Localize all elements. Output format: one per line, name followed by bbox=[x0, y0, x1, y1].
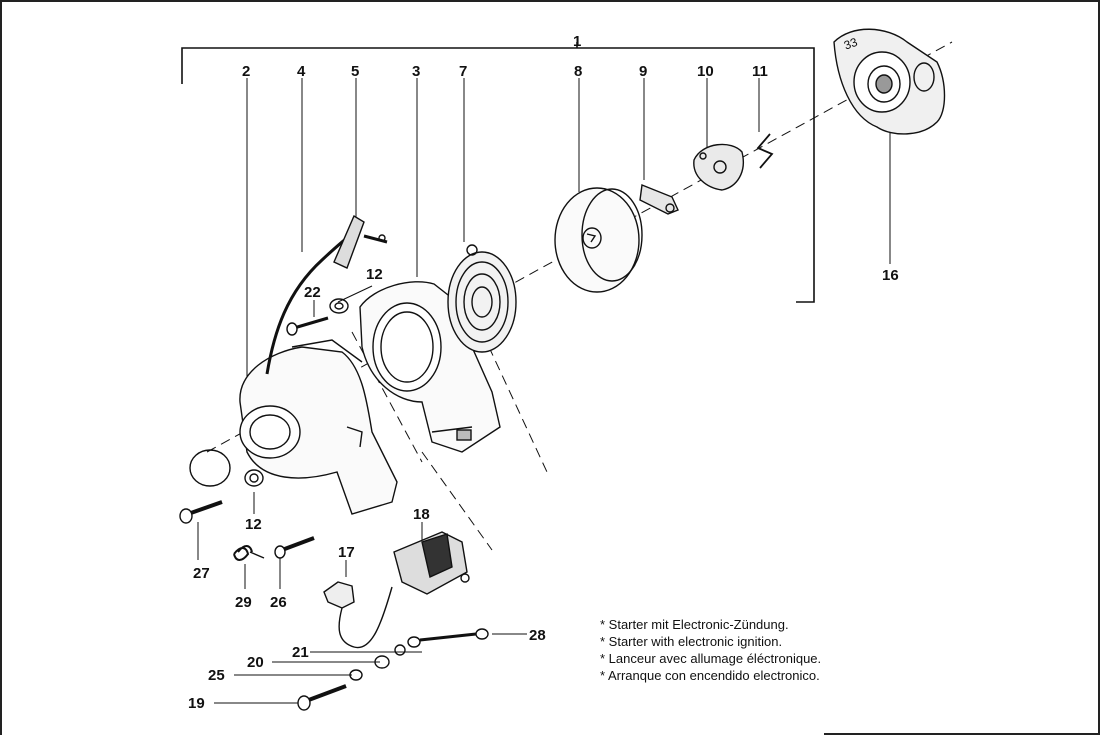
cover-disc-part bbox=[189, 449, 231, 487]
callout-17: 17 bbox=[338, 544, 355, 561]
footnote-german: Starter mit Electronic-Zündung. bbox=[600, 616, 821, 633]
callout-19: 19 bbox=[188, 695, 205, 712]
callout-2: 2 bbox=[242, 63, 250, 80]
callout-12-upper: 12 bbox=[366, 266, 383, 283]
washer-part-21 bbox=[394, 644, 406, 656]
screw-part-26 bbox=[274, 536, 315, 559]
callout-7: 7 bbox=[459, 63, 467, 80]
washer-part-25 bbox=[349, 669, 363, 681]
footnote-spanish: Arranque con encendido electronico. bbox=[600, 667, 821, 684]
callout-22: 22 bbox=[304, 284, 321, 301]
callout-3: 3 bbox=[412, 63, 420, 80]
cover-mark: 33 bbox=[842, 35, 860, 53]
callout-10: 10 bbox=[697, 63, 714, 80]
callout-5: 5 bbox=[351, 63, 359, 80]
callout-20: 20 bbox=[247, 654, 264, 671]
ignition-module-part bbox=[393, 531, 470, 595]
friction-plate-part bbox=[693, 143, 744, 191]
callout-25: 25 bbox=[208, 667, 225, 684]
screw-part-22 bbox=[286, 316, 329, 336]
multilingual-footnote: Starter mit Electronic-Zündung. Starter … bbox=[600, 616, 821, 684]
rope-pulley-part bbox=[554, 187, 643, 293]
washer-part-20 bbox=[374, 655, 390, 669]
leader-lines bbox=[197, 78, 891, 704]
assembly-bracket bbox=[181, 42, 815, 303]
callout-27: 27 bbox=[193, 565, 210, 582]
pawl-part bbox=[639, 184, 679, 215]
footnote-french: Lanceur avec allumage éléctronique. bbox=[600, 650, 821, 667]
callout-9: 9 bbox=[639, 63, 647, 80]
connector-part bbox=[333, 214, 388, 269]
fan-cover-part bbox=[833, 28, 946, 135]
callout-29: 29 bbox=[235, 594, 252, 611]
callout-8: 8 bbox=[574, 63, 582, 80]
callout-11: 11 bbox=[752, 63, 768, 80]
callout-18: 18 bbox=[413, 506, 430, 523]
coil-housing-part bbox=[359, 281, 501, 453]
washer-part-upper bbox=[329, 298, 349, 314]
screw-part-27 bbox=[179, 500, 223, 524]
starter-housing-part bbox=[239, 339, 398, 515]
bottom-border-segment bbox=[824, 733, 1098, 735]
callout-28: 28 bbox=[529, 627, 546, 644]
callout-26: 26 bbox=[270, 594, 287, 611]
spring-part-29 bbox=[233, 545, 265, 561]
callout-1: 1 bbox=[573, 33, 581, 50]
footnote-english: Starter with electronic ignition. bbox=[600, 633, 821, 650]
recoil-spring-part bbox=[447, 244, 517, 353]
spring-clip-part bbox=[756, 133, 774, 169]
callout-4: 4 bbox=[297, 63, 306, 80]
callout-21: 21 bbox=[292, 644, 309, 661]
spark-plug-cap-part bbox=[323, 581, 393, 649]
screw-part-19 bbox=[297, 684, 347, 711]
washer-part-lower bbox=[244, 469, 264, 487]
callout-16: 16 bbox=[882, 267, 899, 284]
ground-lead-part bbox=[407, 628, 489, 648]
callout-12-lower: 12 bbox=[245, 516, 262, 533]
